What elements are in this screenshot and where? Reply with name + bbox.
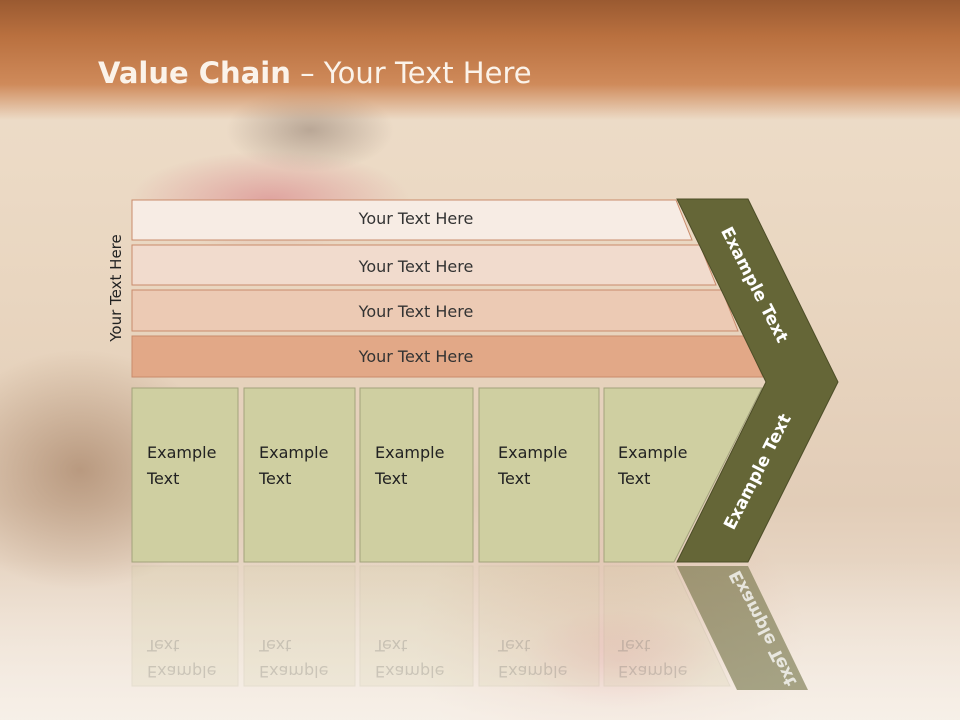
box-4-label: Example Text	[498, 443, 568, 488]
slide-title: Value Chain – Your Text Here	[98, 56, 532, 90]
bar-3	[131, 289, 739, 332]
bar-1	[131, 199, 693, 241]
box-2-label: Example Text	[259, 443, 329, 488]
reflection-group	[131, 565, 731, 687]
box-1-reflection	[131, 565, 239, 687]
chevron-arrow	[676, 198, 839, 563]
box-2-label-reflection: Example Text	[259, 636, 329, 681]
bar-4-label: Your Text Here	[358, 347, 474, 366]
box-3-reflection	[359, 565, 474, 687]
bar-2	[131, 244, 717, 286]
box-5-label-reflection: Example Text	[618, 636, 688, 681]
title-bold: Value Chain	[98, 56, 291, 90]
bar-1-label: Your Text Here	[358, 209, 474, 228]
background-fade	[0, 560, 960, 720]
box-1-label: Example Text	[147, 443, 217, 488]
box-5-label: Example Text	[618, 443, 688, 488]
bar-4	[131, 335, 764, 378]
box-4-reflection	[478, 565, 600, 687]
box-2-reflection	[243, 565, 356, 687]
box-3-label-reflection: Example Text	[375, 636, 445, 681]
box-4-label-reflection: Example Text	[498, 636, 568, 681]
box-1	[131, 387, 239, 563]
box-5-reflection	[603, 565, 731, 687]
bar-3-label: Your Text Here	[358, 302, 474, 321]
title-band	[0, 0, 960, 120]
box-5	[603, 387, 763, 563]
title-rest: – Your Text Here	[290, 56, 532, 90]
box-3	[359, 387, 474, 563]
chevron-reflection	[677, 566, 808, 690]
box-4	[478, 387, 600, 563]
box-3-label: Example Text	[375, 443, 445, 488]
box-2	[243, 387, 356, 563]
bar-2-label: Your Text Here	[358, 257, 474, 276]
box-1-label-reflection: Example Text	[147, 636, 217, 681]
